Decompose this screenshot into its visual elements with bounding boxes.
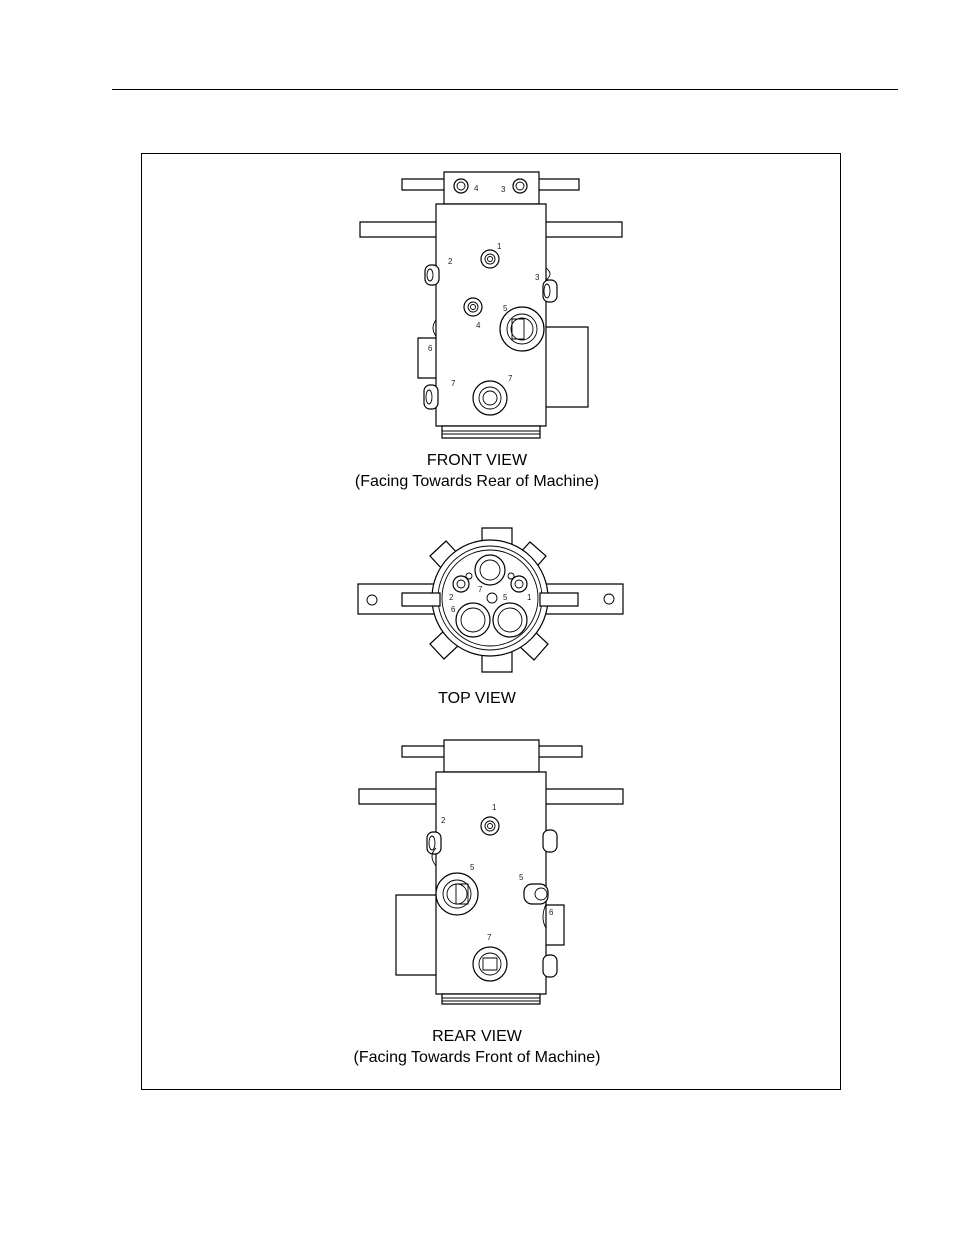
rear-view-caption: REAR VIEW (Facing Towards Front of Machi… <box>0 1026 954 1068</box>
port-5-large <box>436 873 478 915</box>
right-side-block <box>544 905 564 945</box>
label-rear-2: 2 <box>441 816 446 825</box>
label-rear-5-right: 5 <box>519 873 524 882</box>
port-7 <box>473 947 507 981</box>
port-5-small <box>524 884 548 904</box>
top-cap <box>444 740 539 772</box>
label-rear-7: 7 <box>487 933 492 942</box>
label-rear-5-left: 5 <box>470 863 475 872</box>
rear-view-subtitle: (Facing Towards Front of Machine) <box>0 1047 954 1068</box>
rear-view-title: REAR VIEW <box>0 1026 954 1047</box>
label-rear-1: 1 <box>492 803 497 812</box>
left-side-block <box>396 895 438 975</box>
rear-view-drawing: 1 2 5 5 6 7 <box>0 0 954 1020</box>
bottom-flange <box>442 994 540 1004</box>
left-mount-bar <box>359 789 440 804</box>
label-rear-6: 6 <box>549 908 554 917</box>
right-mount-bar <box>544 789 623 804</box>
port-1 <box>481 817 499 835</box>
